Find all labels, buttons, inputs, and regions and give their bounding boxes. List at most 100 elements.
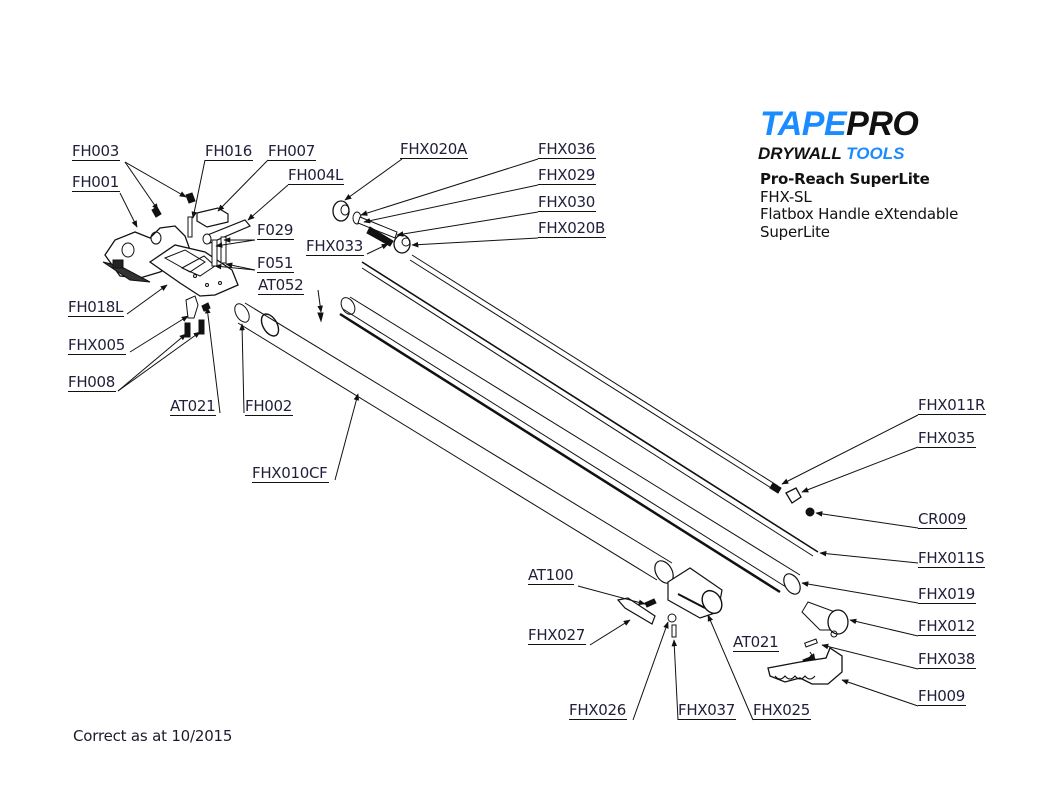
part-label-cr009: CR009 [918, 510, 968, 529]
leader-fh008-b [117, 331, 201, 392]
part-fhx019-tube [339, 296, 801, 595]
leader-fh008-a [117, 333, 187, 392]
part-fhx027-lever [616, 597, 656, 625]
part-fhx020b-knob [393, 234, 411, 254]
leader-cr009 [815, 511, 919, 529]
product-description-line1: Flatbox Handle eXtendable [760, 205, 959, 223]
leader-fhx038 [821, 643, 919, 670]
part-label-fh009: FH009 [918, 687, 967, 706]
leader-fhx019 [801, 581, 919, 604]
logo-tape-text: TAPE [760, 105, 847, 143]
leader-fh016 [191, 159, 206, 219]
leader-fh004l [247, 184, 289, 221]
leader-fhx035 [801, 446, 919, 493]
part-fh009-grip [767, 647, 843, 685]
part-label-fhx020b: FHX020B [538, 219, 607, 238]
part-label-fhx038: FHX038 [918, 650, 977, 669]
part-label-f029: F029 [257, 221, 295, 240]
part-fhx012-clamp [801, 601, 849, 638]
part-fh008-screw-b [198, 319, 205, 335]
part-fhx025-coupler [667, 567, 723, 619]
leader-fh003-b [124, 161, 159, 211]
leader-f051-a [225, 262, 256, 271]
part-label-fhx005: FHX005 [68, 336, 127, 355]
tagline-tools: TOOLS [846, 144, 905, 163]
leader-fh018l [126, 284, 168, 315]
part-fhx026-pin [667, 613, 677, 623]
leader-f029-b [215, 239, 256, 248]
part-fhx038-pin [804, 638, 818, 648]
leader-fhx020a [344, 158, 403, 201]
logo-pro-text: PRO [846, 105, 919, 143]
part-label-at052: AT052 [258, 276, 305, 295]
part-fh007-block [196, 207, 229, 228]
part-label-fhx033: FHX033 [306, 237, 365, 256]
part-fhx020a-knob [332, 200, 350, 222]
leader-fhx026 [632, 621, 669, 721]
part-fh016-screw [187, 216, 193, 238]
leader-at100 [577, 585, 646, 606]
part-label-fhx012: FHX012 [918, 617, 977, 636]
part-fh008-screw-a [184, 322, 191, 338]
leader-fhx005 [129, 315, 189, 353]
tagline-drywall: DRYWALL [758, 144, 842, 163]
leader-fh001 [119, 192, 138, 228]
leader-fh007 [217, 159, 269, 212]
part-label-fh016: FH016 [205, 142, 254, 161]
part-label-fhx025: FHX025 [753, 701, 812, 720]
leader-fh009 [841, 679, 919, 707]
part-label-fh007: FH007 [268, 142, 317, 161]
part-label-fhx020a: FHX020A [400, 140, 468, 159]
part-at100-spring [644, 598, 657, 608]
product-code: FHX-SL [760, 187, 812, 206]
leader-at052 [317, 289, 323, 313]
part-fh003-set-screw-b [185, 192, 196, 204]
part-fhx037-dowel [671, 624, 677, 638]
part-label-f051: F051 [257, 254, 295, 273]
part-label-fhx010cf: FHX010CF [252, 464, 329, 483]
leader-fhx012 [849, 618, 919, 637]
part-fhx030-spring [366, 226, 394, 247]
leader-fhx030 [396, 211, 539, 237]
part-label-fhx030: FHX030 [538, 193, 597, 212]
part-fhx011s-strip [361, 261, 819, 557]
leader-at021-b [809, 651, 816, 661]
part-fhx005-clip [185, 295, 199, 319]
product-description-line2: SuperLite [760, 222, 830, 241]
leader-fh002 [239, 323, 245, 414]
part-label-at100: AT100 [528, 566, 575, 585]
leader-fhx036 [360, 158, 539, 216]
leader-fhx010cf [334, 393, 360, 481]
part-label-fhx029: FHX029 [538, 166, 597, 185]
part-label-fh008: FH008 [68, 373, 117, 392]
part-label-fhx026: FHX026 [569, 701, 628, 720]
leader-f051-b [214, 263, 256, 271]
part-cr009-nut [805, 507, 815, 517]
leader-fhx027 [589, 619, 631, 646]
part-label-fhx011s: FHX011S [918, 549, 986, 568]
leader-fhx037 [671, 639, 679, 721]
part-f029-bolt-a [211, 239, 218, 267]
part-label-fhx019: FHX019 [918, 585, 977, 604]
part-fhx035-cap [785, 487, 802, 504]
part-fhx011r-rod [409, 254, 782, 494]
logo-tagline: DRYWALL TOOLS [758, 144, 904, 163]
part-label-fh003: FH003 [72, 142, 121, 161]
part-label-at021-left: AT021 [170, 397, 217, 416]
part-label-fhx036: FHX036 [538, 140, 597, 159]
part-at021-pin [201, 302, 211, 312]
product-name: Pro-Reach SuperLite [760, 170, 930, 188]
part-label-fhx027: FHX027 [528, 626, 587, 645]
part-fhx010cf-tube [234, 302, 674, 584]
leader-fhx011s [819, 550, 919, 564]
part-label-fh004l: FH004L [288, 166, 345, 185]
leader-fhx033 [366, 243, 389, 255]
leader-fhx011r [781, 414, 919, 485]
part-label-fhx035: FHX035 [918, 429, 977, 448]
part-label-fhx037: FHX037 [678, 701, 737, 720]
part-at052-screw [317, 312, 324, 323]
part-label-fh002: FH002 [245, 397, 294, 416]
part-label-fh001: FH001 [72, 173, 121, 192]
leader-at021-a [204, 306, 221, 414]
part-f029-bolt-b [220, 236, 227, 264]
